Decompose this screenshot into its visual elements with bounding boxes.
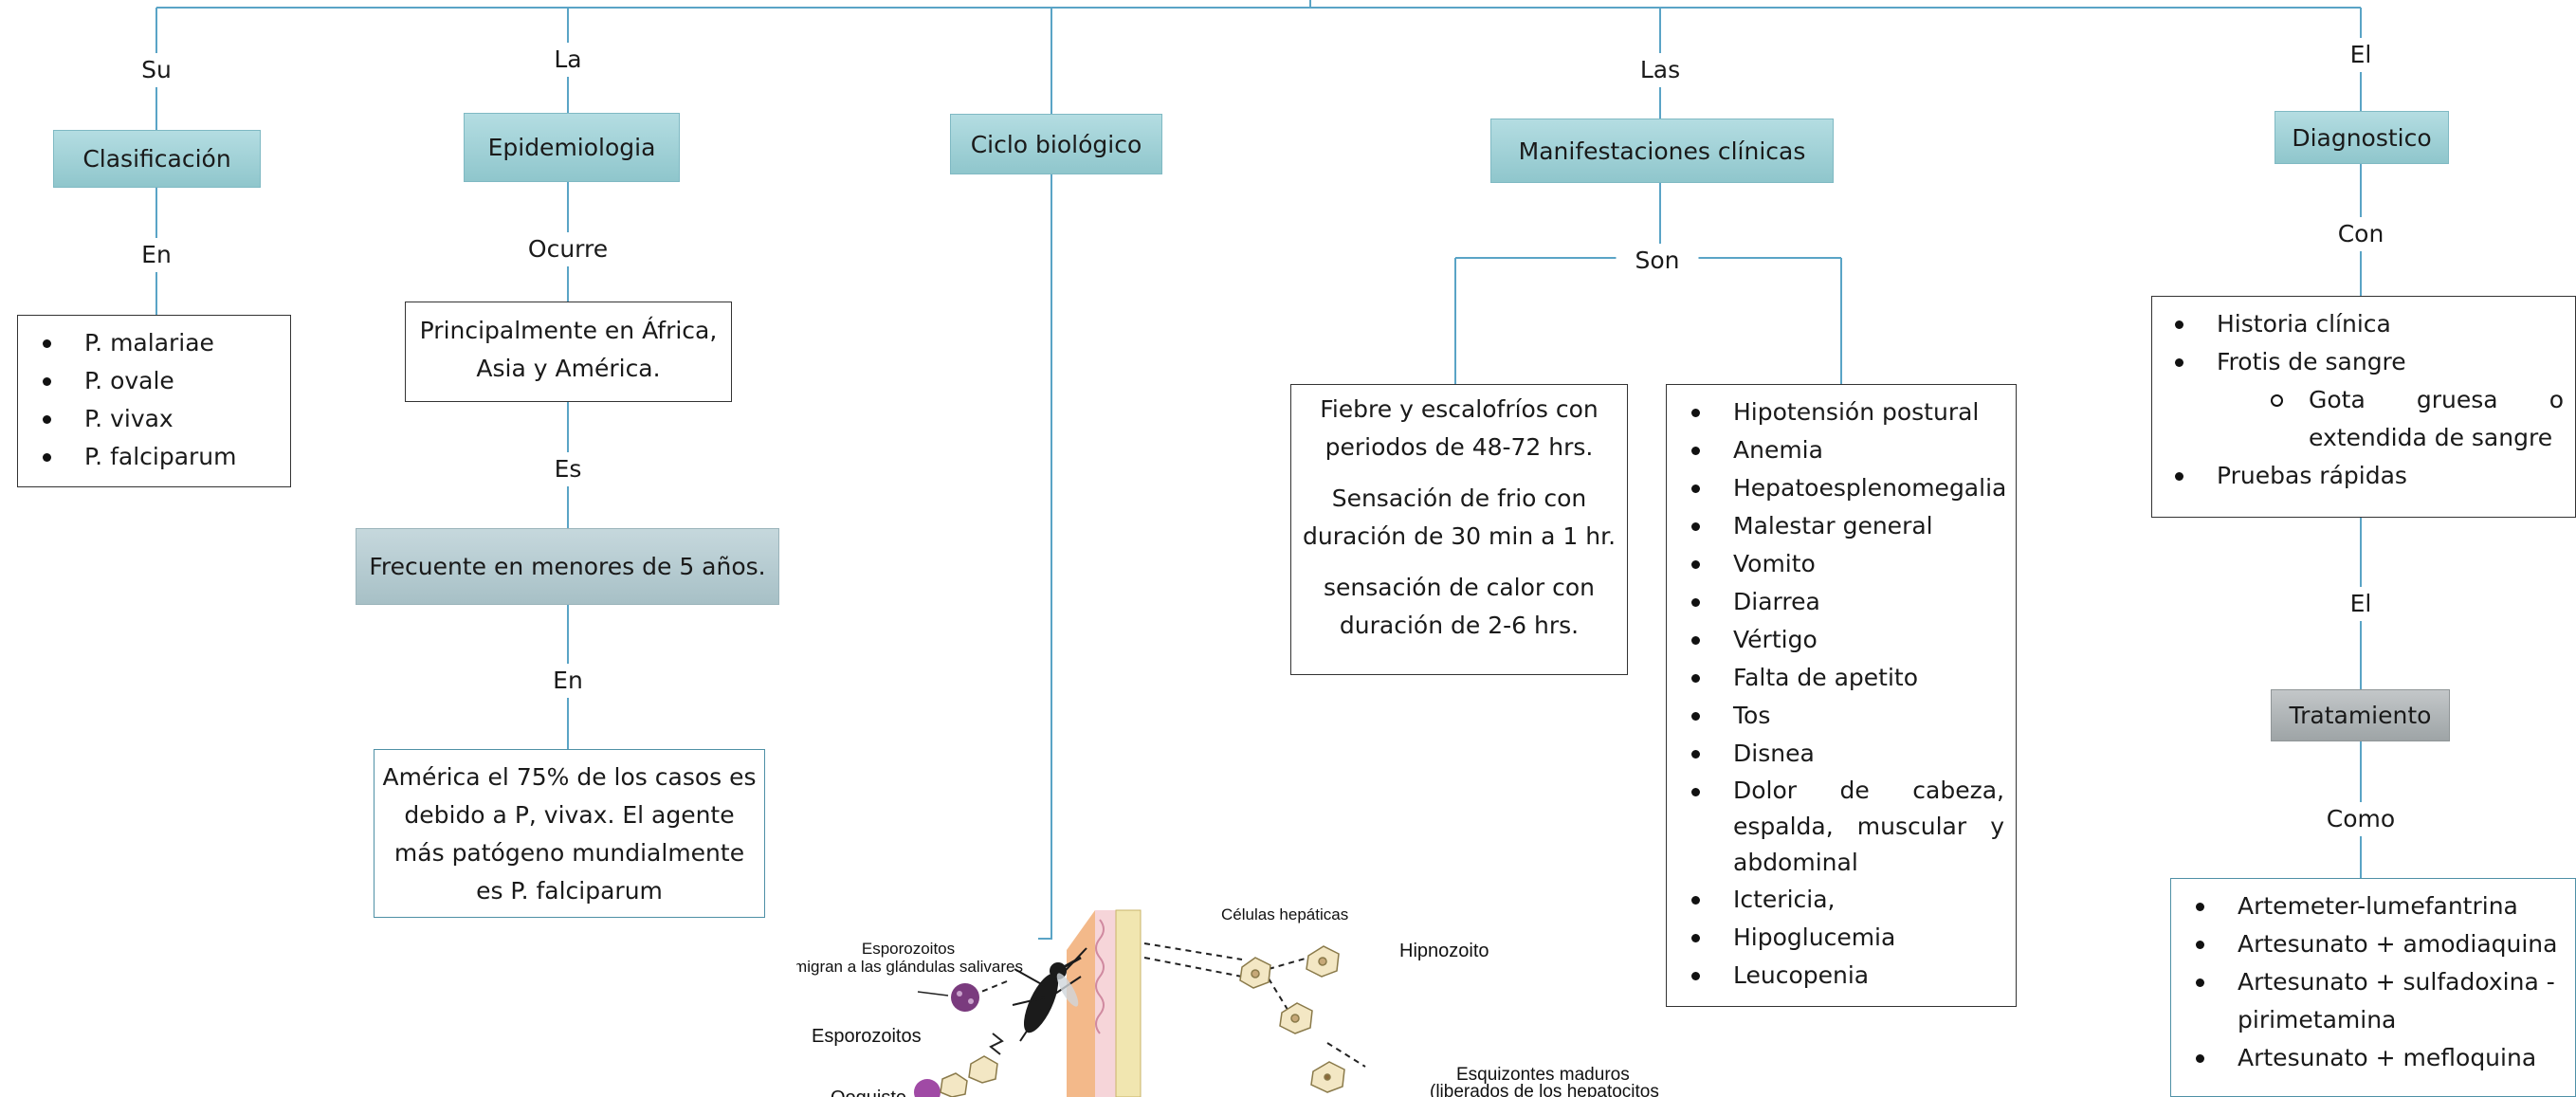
list-item: Artesunato + sulfadoxina - pirimetamina [2196,963,2567,1039]
list-item: Pruebas rápidas [2175,457,2564,495]
america-box: América el 75% de los casos es debido a … [374,749,765,918]
america-line: debido a P, vivax. El agente [404,801,735,829]
sintomas-list-box: Hipotensión postural Anemia Hepatoesplen… [1666,384,2017,1007]
list-item: Ictericia, [1691,881,2004,919]
connector-el-top: El [2340,38,2382,72]
list-item: Vomito [1691,545,2004,583]
connector-como: Como [2316,802,2405,836]
list-item: Artesunato + amodiaquina [2196,925,2567,963]
label-celulas-hepaticas: Células hepáticas [1221,905,1348,923]
fiebre-line: sensación de calor con [1324,574,1595,601]
list-item: P. falciparum [43,438,290,476]
wire-ciclo [1038,8,1052,940]
list-item: Hepatoesplenomegalia [1691,469,2006,507]
america-line: es P. falciparum [476,877,663,905]
list-item: Disnea [1691,735,2004,773]
list-item: Artemeter-lumefantrina [2196,887,2567,925]
node-tratamiento: Tratamiento [2271,689,2450,741]
fiebre-box: Fiebre y escalofríos con periodos de 48-… [1290,384,1628,675]
list-item: Tos [1691,697,2004,735]
list-item: P. malariae [43,324,290,362]
label-esporozoitos-migran-1: Esporozoitos [862,940,955,958]
connector-su: Su [132,53,181,87]
clasificacion-list-box: P. malariae P. ovale P. vivax P. falcipa… [17,315,291,487]
skin-layer-icon [1067,910,1095,1097]
connector-es: Es [544,452,592,486]
ocurre-line: Asia y América. [476,355,661,382]
list-item: Historia clínica [2175,305,2564,343]
vessel-layer-icon [1115,909,1142,1097]
label-esporozoitos-migran-2: migran a las glándulas salivares [796,958,1023,976]
label-esquizontes-2: (liberados de los hepatocitos [1430,1082,1659,1097]
list-item: Anemia [1691,431,2004,469]
ocurre-box: Principalmente en África, Asia y América… [405,302,732,402]
list-item: Dolor de cabeza, espalda, muscular y abd… [1691,773,2004,881]
mosquito-icon [1012,947,1087,1042]
list-item: Malestar general [1691,507,2004,545]
node-ciclo-biologico: Ciclo biológico [950,114,1162,174]
label-hipnozoito: Hipnozoito [1399,941,1489,961]
list-item: Vértigo [1691,621,2004,659]
fiebre-line: duración de 2-6 hrs. [1339,612,1580,639]
list-item: Artesunato + mefloquina [2196,1039,2567,1077]
list-item: Diarrea [1691,583,2004,621]
sub-list-item: Gota gruesa o extendida de sangre [2271,381,2564,457]
node-epidemiologia: Epidemiologia [464,113,680,182]
fiebre-line: Sensación de frio con [1331,485,1587,512]
dermis-layer-icon [1095,910,1116,1097]
america-line: más patógeno mundialmente [393,839,745,867]
ocurre-line: Principalmente en África, [419,317,718,344]
node-clasificacion: Clasificación [53,130,261,188]
oocyst-icon [914,983,979,1097]
node-manifestaciones-clinicas: Manifestaciones clínicas [1490,119,1834,183]
diagnostico-list-box: Historia clínica Frotis de sangre Gota g… [2151,296,2576,518]
label-ooquiste: Ooquiste [831,1088,906,1097]
label-esporozoitos: Esporozoitos [812,1026,922,1047]
fiebre-line: Fiebre y escalofríos con [1320,395,1599,423]
list-item: P. ovale [43,362,290,400]
list-item: Falta de apetito [1691,659,2004,697]
connector-son: Son [1616,244,1699,278]
liver-cell-icon [1239,945,1345,1093]
connector-en-clasificacion: En [132,238,181,272]
connector-ocurre: Ocurre [518,232,618,266]
connector-el-mid: El [2340,587,2382,621]
connector-con: Con [2328,217,2394,251]
node-frecuente: Frecuente en menores de 5 años. [356,528,779,605]
list-item: Hipoglucemia [1691,919,2004,957]
ciclo-biologico-illustration: Células hepáticas Esporozoitos migran a … [796,891,1707,1097]
list-item: P. vivax [43,400,290,438]
america-line: América el 75% de los casos es [382,763,757,791]
list-item: Hipotensión postural [1691,393,2004,431]
list-item: Frotis de sangre [2175,343,2564,381]
connector-en-frecuente: En [543,664,593,698]
label-esquizontes-1: Esquizontes maduros [1456,1065,1630,1085]
tratamiento-list-box: Artemeter-lumefantrina Artesunato + amod… [2170,878,2576,1097]
connector-las: Las [1630,53,1690,87]
list-item: Leucopenia [1691,957,2004,995]
fiebre-line: duración de 30 min a 1 hr. [1302,522,1617,550]
node-diagnostico: Diagnostico [2275,111,2449,164]
connector-la: La [544,43,592,77]
fiebre-line: periodos de 48-72 hrs. [1325,433,1594,461]
